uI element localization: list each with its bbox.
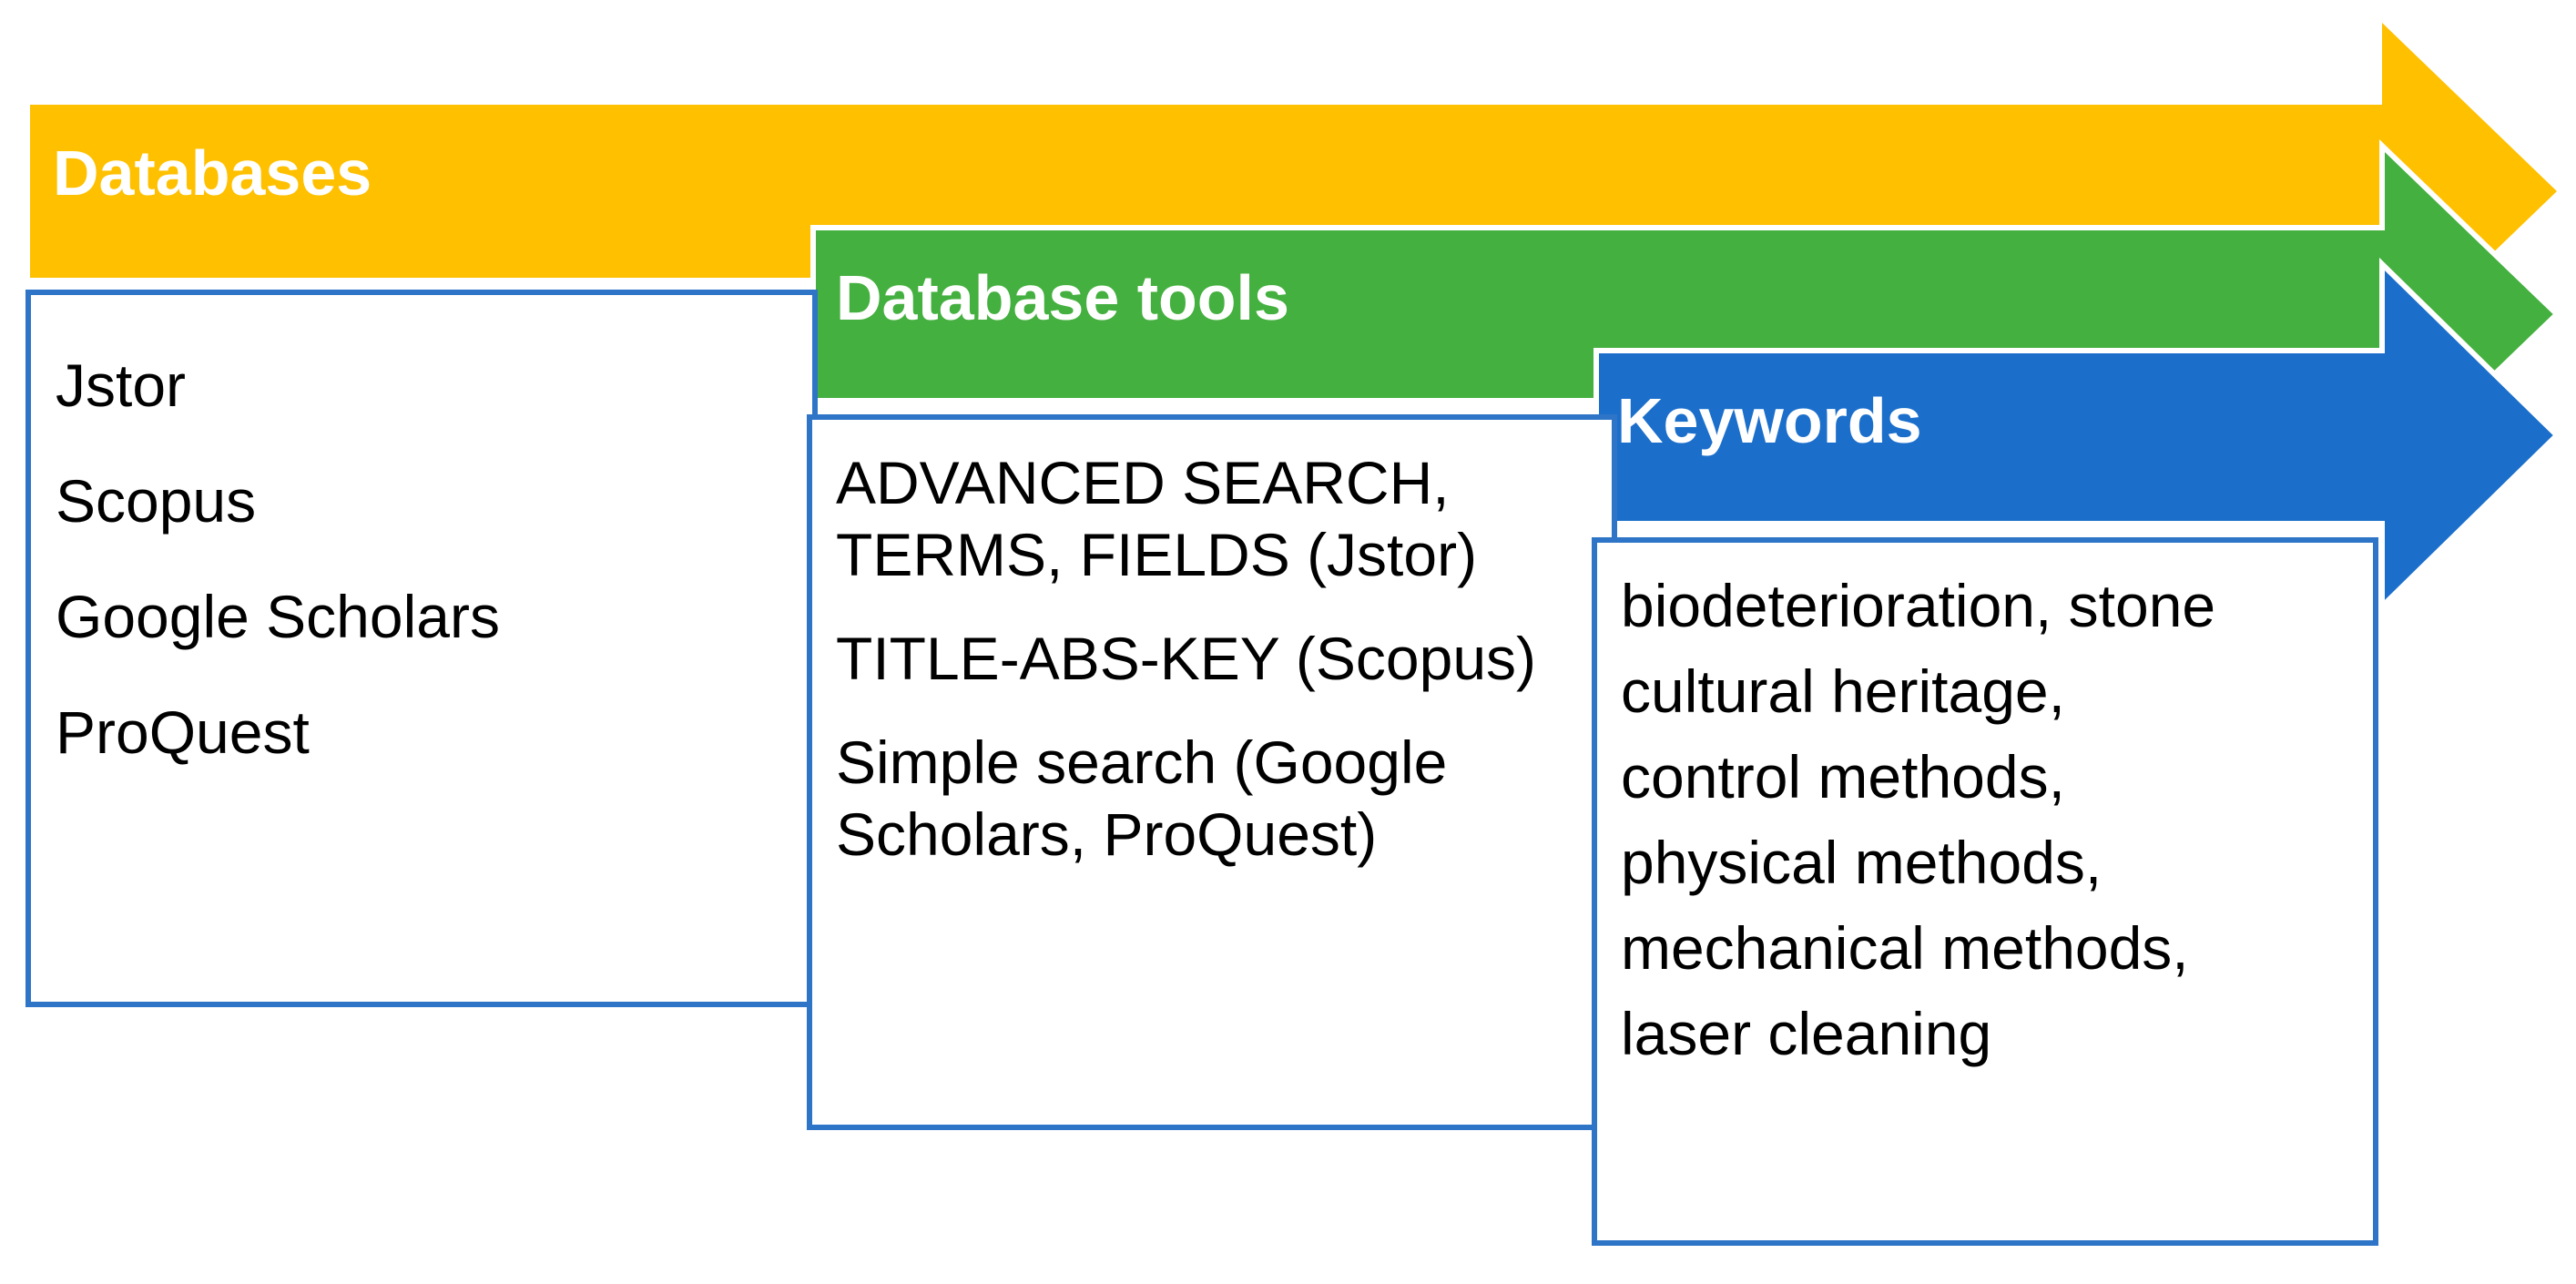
database-item-proquest: ProQuest [56,698,310,766]
database-item-jstor: Jstor [56,352,187,419]
tool-item-simple-search: Simple search (Google Scholars, ProQuest… [836,729,1448,868]
database-tools-list: ADVANCED SEARCH, TERMS, FIELDS (Jstor) T… [812,420,1612,871]
keywords-title: Keywords [1617,385,1922,456]
keywords-list: biodeterioration, stone cultural heritag… [1597,543,2373,1076]
database-tools-title: Database tools [836,262,1289,333]
databases-title: Databases [53,138,372,209]
tool-item-advanced-search: ADVANCED SEARCH, TERMS, FIELDS (Jstor) [836,449,1478,588]
keyword-item: biodeterioration, stone [1621,572,2216,639]
databases-list: Jstor Scopus Google Scholars ProQuest [31,295,812,790]
database-tools-panel: ADVANCED SEARCH, TERMS, FIELDS (Jstor) T… [807,414,1617,1130]
tool-item-title-abs-key: TITLE-ABS-KEY (Scopus) [836,625,1537,692]
keyword-item: physical methods, [1621,829,2103,896]
keyword-item: mechanical methods, [1621,914,2189,982]
keyword-item: cultural heritage, [1621,657,2065,725]
keywords-arrow [1593,257,2561,614]
database-item-google-scholars: Google Scholars [56,583,500,650]
keywords-panel: biodeterioration, stone cultural heritag… [1592,537,2378,1246]
databases-panel: Jstor Scopus Google Scholars ProQuest [25,290,818,1007]
database-item-scopus: Scopus [56,467,257,535]
keyword-item: control methods, [1621,743,2065,810]
keyword-item: laser cleaning [1621,1000,1992,1067]
